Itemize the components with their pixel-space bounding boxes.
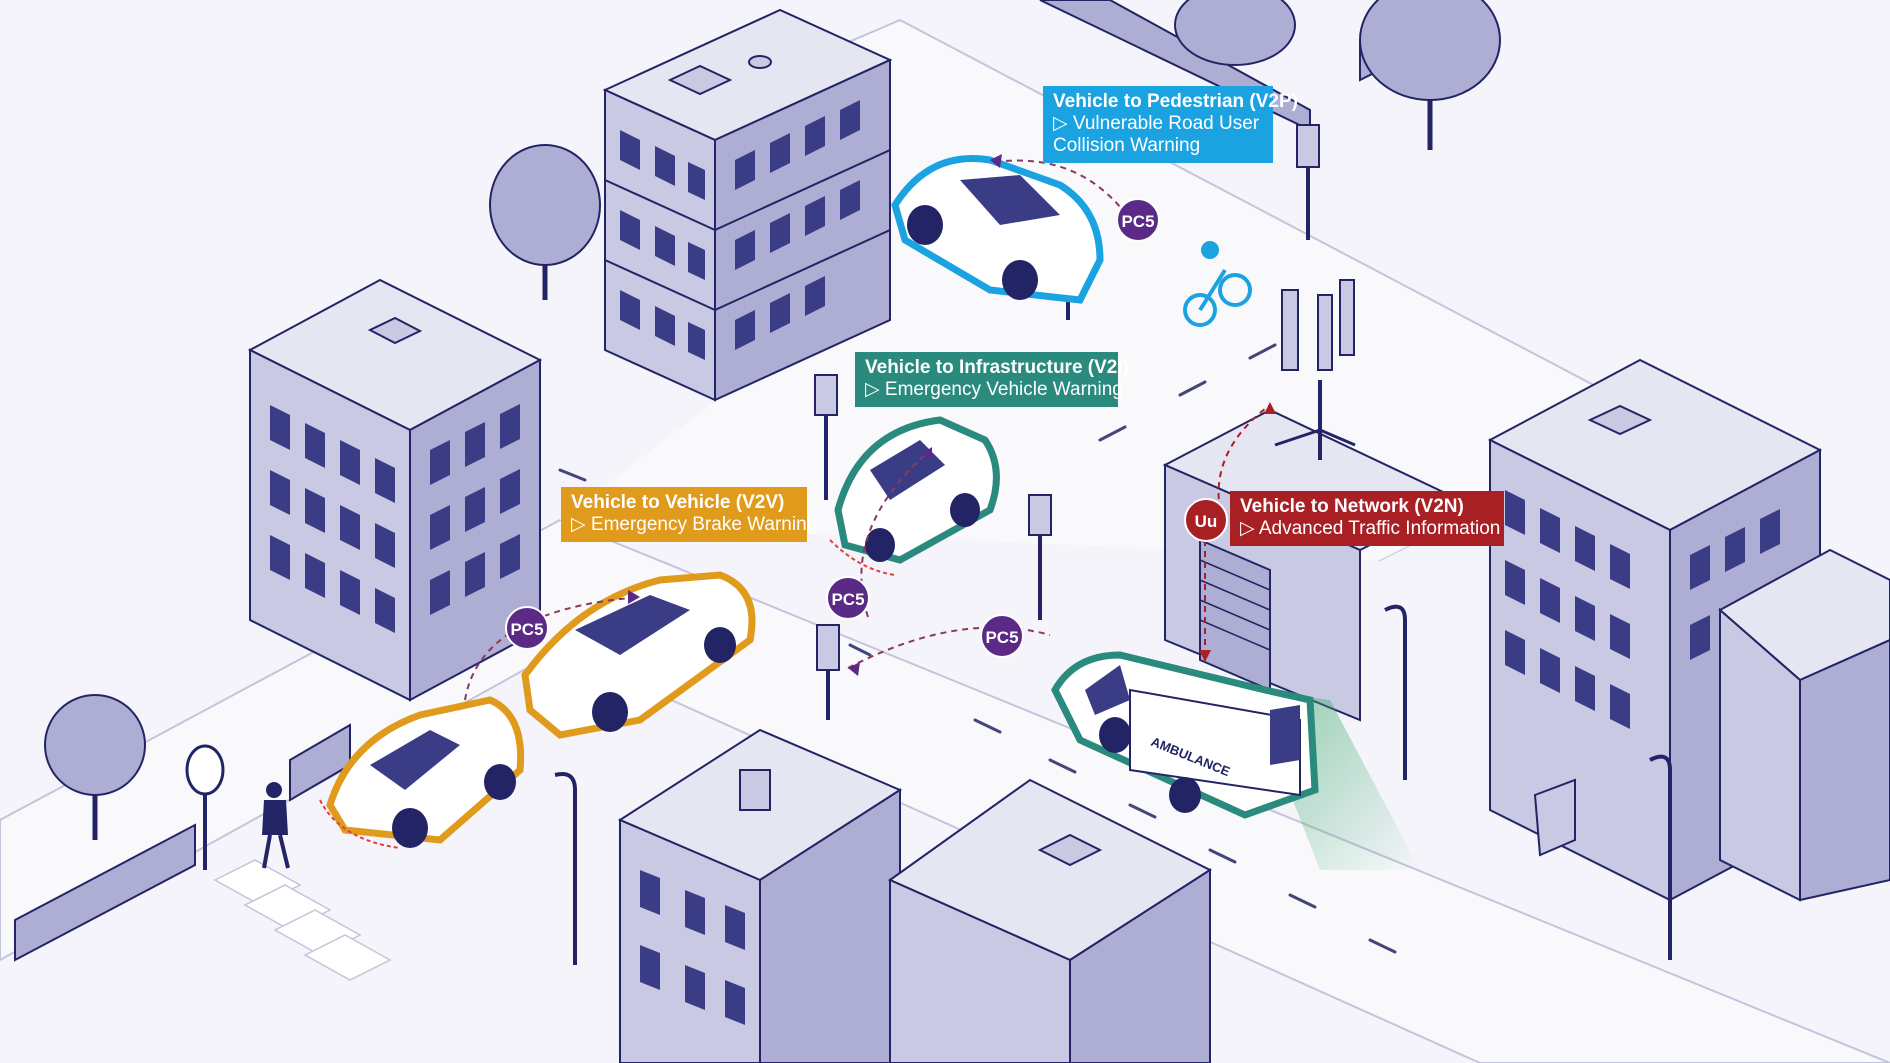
v2i-subtitle: ▷ Emergency Vehicle Warning xyxy=(865,379,1123,400)
traffic-light-icon xyxy=(816,624,840,720)
uu-arrowheads xyxy=(1199,402,1276,662)
ambulance-icon: AMBULANCE xyxy=(1051,651,1319,819)
v2i-label: Vehicle to Infrastructure (V2I) ▷ Emerge… xyxy=(855,352,1129,407)
v2i-title: Vehicle to Infrastructure (V2I) xyxy=(865,357,1129,378)
bicycle-icon xyxy=(1183,241,1252,327)
car-icon xyxy=(521,571,756,739)
pedestrian-icon xyxy=(262,782,290,869)
v2p-label: Vehicle to Pedestrian (V2P) ▷ Vulnerable… xyxy=(1043,86,1298,163)
tree-icon xyxy=(44,694,146,840)
v2p-subtitle-line2: Collision Warning xyxy=(1053,135,1201,156)
traffic-light-icon xyxy=(1028,494,1052,620)
building-icon xyxy=(617,728,903,1063)
building-icon xyxy=(602,8,893,402)
road-sign-icon xyxy=(185,744,225,870)
street-lamp-icon xyxy=(1649,754,1672,960)
cell-tower-icon xyxy=(1274,279,1356,460)
v2n-subtitle: ▷ Advanced Traffic Information xyxy=(1240,518,1501,539)
building-icon xyxy=(1718,548,1890,902)
car-icon xyxy=(319,696,525,849)
v2v-title: Vehicle to Vehicle (V2V) xyxy=(571,492,785,513)
traffic-light-icon xyxy=(1296,124,1320,240)
street-lamp-icon xyxy=(554,772,577,965)
v2v-label: Vehicle to Vehicle (V2V) ▷ Emergency Bra… xyxy=(561,487,818,542)
tree-icon xyxy=(489,144,601,300)
building-icon xyxy=(887,778,1213,1063)
v2n-title: Vehicle to Network (V2N) xyxy=(1240,496,1464,517)
pc5-badge-ambulance: PC5 xyxy=(980,614,1024,658)
tree-icon xyxy=(1174,0,1296,66)
v2n-label: Vehicle to Network (V2N) ▷ Advanced Traf… xyxy=(1230,491,1504,546)
lane-markings xyxy=(558,343,1397,954)
pc5-badge-v2v: PC5 xyxy=(505,606,549,650)
building-icon xyxy=(247,278,543,702)
v2v-subtitle: ▷ Emergency Brake Warning xyxy=(571,514,818,535)
car-icon xyxy=(891,155,1104,304)
pc5-badge-v2i: PC5 xyxy=(826,576,870,620)
crosswalk xyxy=(213,859,392,981)
signal-arrowheads xyxy=(628,154,1002,676)
street-lamp-icon xyxy=(1384,604,1407,780)
v2p-title: Vehicle to Pedestrian (V2P) xyxy=(1053,91,1298,112)
fence xyxy=(14,723,351,962)
trash-bin-icon xyxy=(1533,778,1576,857)
pc5-badge-v2p: PC5 xyxy=(1116,198,1160,242)
uu-badge: Uu xyxy=(1184,498,1228,542)
v2p-subtitle-line1: ▷ Vulnerable Road User xyxy=(1053,113,1260,134)
traffic-light-icon xyxy=(814,374,838,500)
tree-icon xyxy=(1359,0,1501,150)
